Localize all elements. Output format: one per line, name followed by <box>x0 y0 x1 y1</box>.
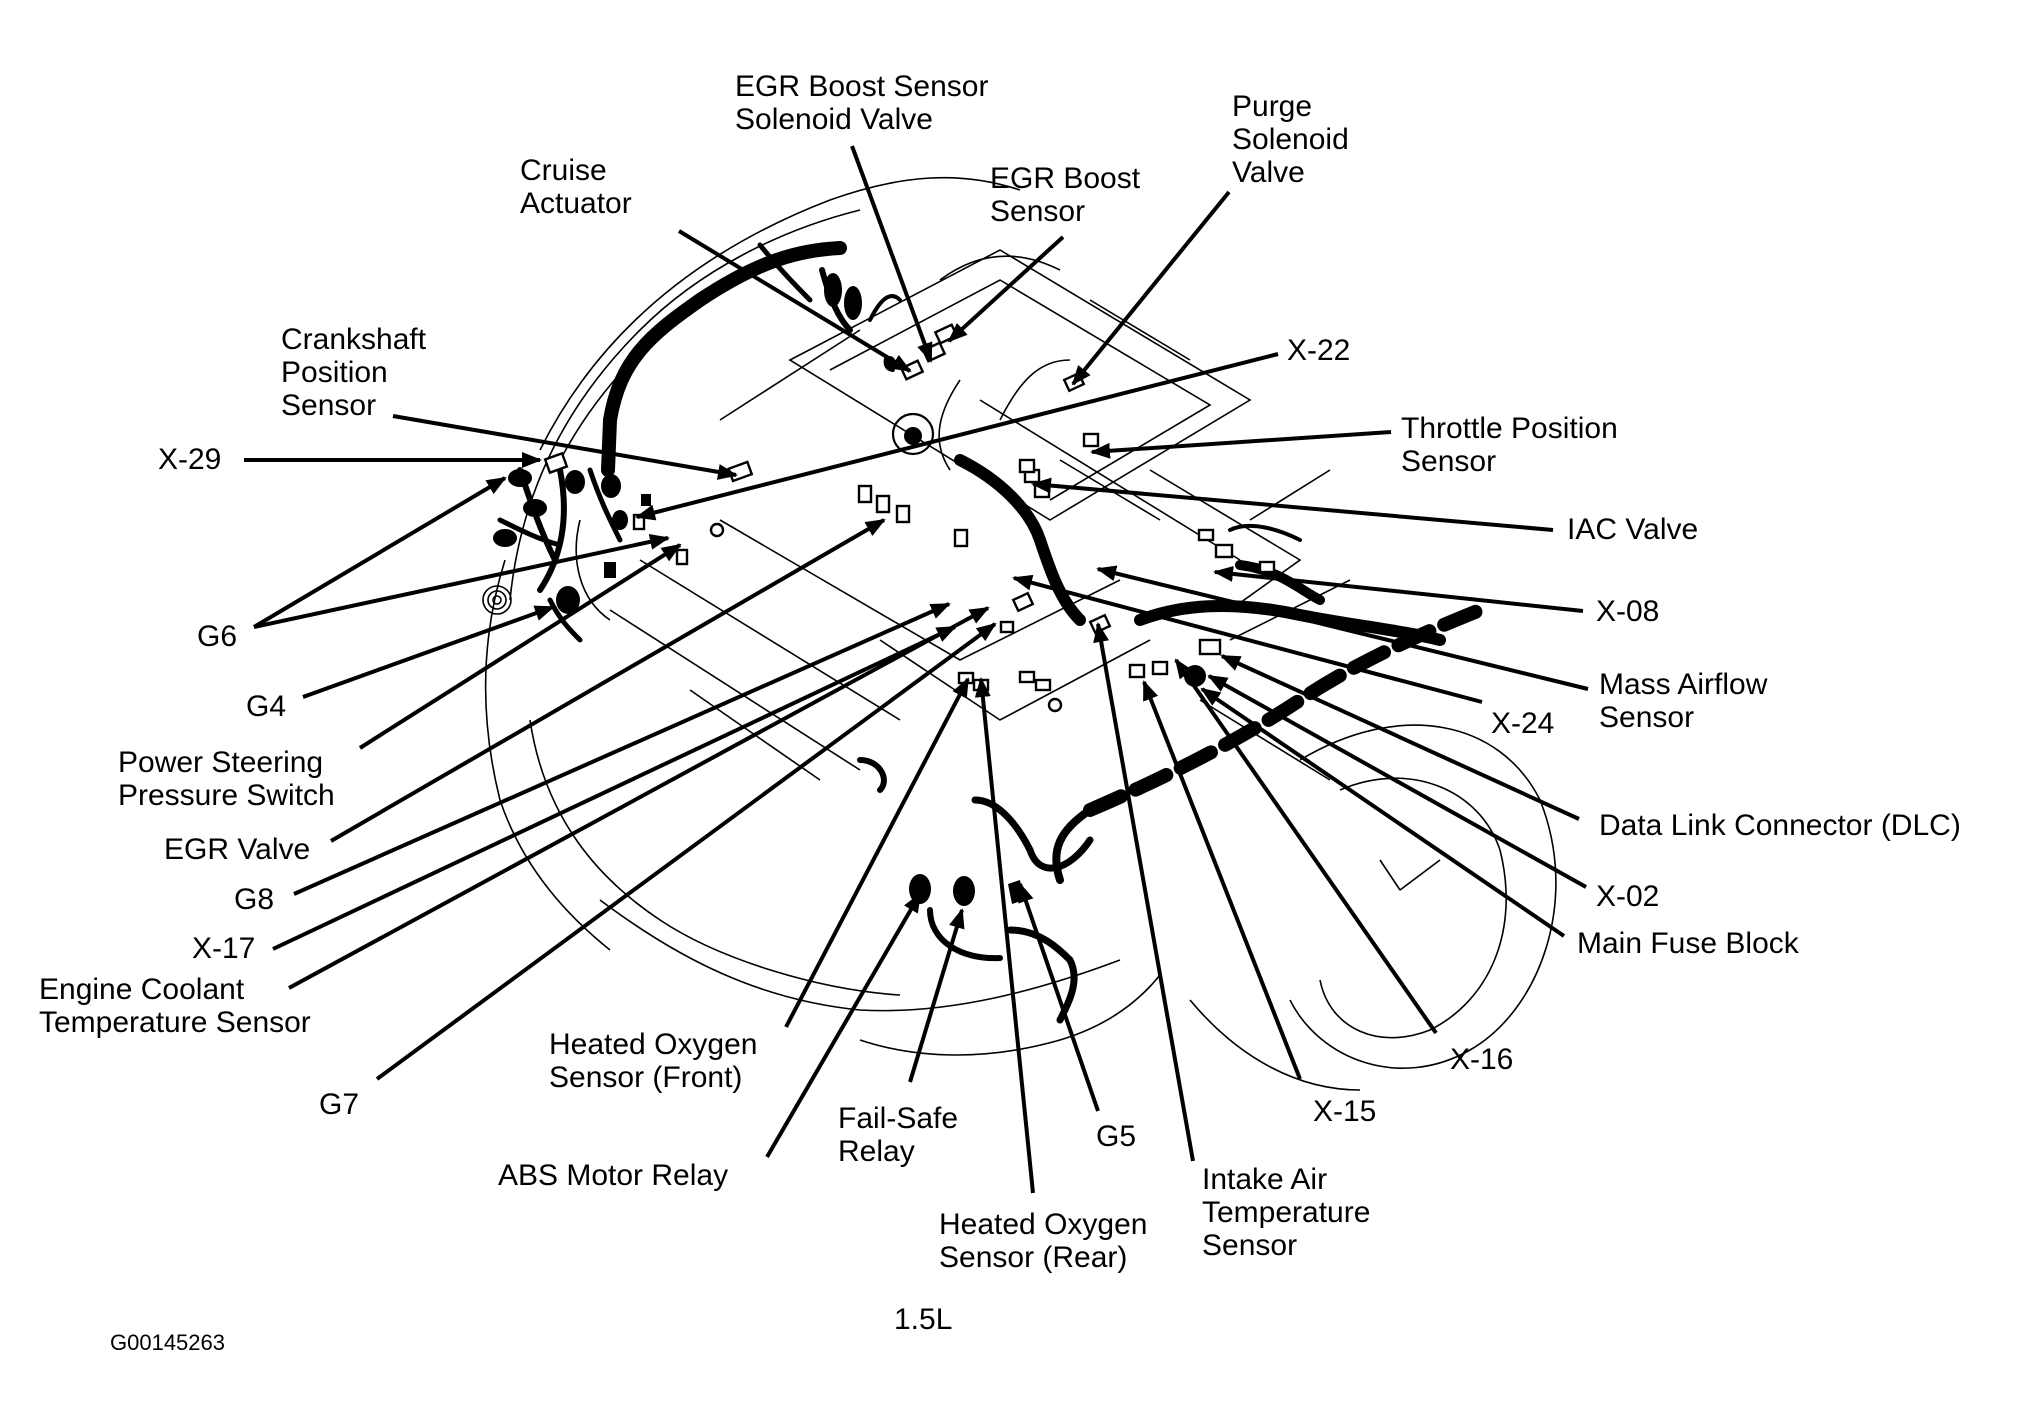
label-abs-motor-relay: ABS Motor Relay <box>498 1159 729 1192</box>
leader-lines <box>244 145 1589 1194</box>
label-g8: G8 <box>234 883 275 916</box>
leader-line-egr-boost-sensor-solenoid-valve <box>850 145 933 363</box>
leader-line-cruise-actuator <box>677 229 912 373</box>
wire-harness <box>497 241 1487 1024</box>
label-x-16: X-16 <box>1450 1043 1514 1076</box>
leader-line-crankshaft-position-sensor <box>392 414 738 480</box>
leader-line-g7 <box>375 622 997 1081</box>
label-iac-valve: IAC Valve <box>1567 513 1699 546</box>
leader-line-heated-oxygen-sensor-rear <box>974 677 1035 1194</box>
label-g4: G4 <box>246 690 287 723</box>
label-intake-air-temperature-sensor: Intake Air Temperature Sensor <box>1202 1163 1371 1262</box>
label-engine-coolant-temperature-sensor: Engine Coolant Temperature Sensor <box>39 973 311 1039</box>
label-power-steering-pressure-switch: Power Steering Pressure Switch <box>118 746 335 812</box>
leader-line-g8 <box>293 602 951 896</box>
leader-line-g4 <box>302 605 555 699</box>
label-fail-safe-relay: Fail-Safe Relay <box>838 1102 959 1168</box>
leader-line-heated-oxygen-sensor-front <box>784 677 970 1028</box>
label-mass-airflow-sensor: Mass Airflow Sensor <box>1599 668 1768 734</box>
leader-line-intake-air-temperature-sensor <box>1093 622 1195 1162</box>
label-data-link-connector: Data Link Connector (DLC) <box>1599 809 1961 842</box>
engine-size-caption: 1.5L <box>894 1303 953 1336</box>
label-x-22: X-22 <box>1287 334 1351 367</box>
label-egr-boost-sensor-solenoid-valve: EGR Boost Sensor Solenoid Valve <box>735 70 989 136</box>
leader-line-x-15 <box>1142 680 1302 1080</box>
label-egr-boost-sensor: EGR Boost Sensor <box>990 162 1141 228</box>
leader-line-engine-coolant-temperature-sensor <box>288 606 990 990</box>
label-main-fuse-block: Main Fuse Block <box>1577 927 1799 960</box>
leader-line-egr-boost-sensor <box>947 235 1065 343</box>
leader-line-throttle-position-sensor <box>1090 430 1392 459</box>
leader-line-mass-airflow-sensor <box>1096 565 1589 691</box>
leader-line-iac-valve <box>1031 477 1554 532</box>
label-purge-solenoid-valve: Purge Solenoid Valve <box>1232 90 1349 189</box>
label-crankshaft-position-sensor: Crankshaft Position Sensor <box>281 323 427 422</box>
leader-line-x-08 <box>1213 565 1584 613</box>
label-g5: G5 <box>1096 1120 1137 1153</box>
label-x-08: X-08 <box>1596 595 1660 628</box>
leader-line-x-17 <box>272 625 957 951</box>
figure-code: G00145263 <box>110 1330 225 1355</box>
leader-line-main-fuse-block <box>1200 687 1566 938</box>
label-x-17: X-17 <box>192 932 256 965</box>
leader-line-g6-2 <box>253 533 670 629</box>
leader-line-power-steering-pressure-switch <box>358 543 682 750</box>
leader-line-purge-solenoid-valve <box>1071 190 1231 386</box>
label-g7: G7 <box>319 1088 360 1121</box>
leader-line-g6 <box>252 476 507 629</box>
leader-line-x-22 <box>635 352 1279 521</box>
label-heated-oxygen-sensor-front: Heated Oxygen Sensor (Front) <box>549 1028 758 1094</box>
leader-line-egr-valve <box>329 518 886 843</box>
label-heated-oxygen-sensor-rear: Heated Oxygen Sensor (Rear) <box>939 1208 1148 1274</box>
label-x-24: X-24 <box>1491 707 1555 740</box>
leader-line-x-02 <box>1207 674 1587 889</box>
label-x-15: X-15 <box>1313 1095 1377 1128</box>
label-cruise-actuator: Cruise Actuator <box>520 154 632 220</box>
label-egr-valve: EGR Valve <box>164 833 311 866</box>
component-blobs <box>493 273 1206 906</box>
leader-line-g5 <box>1018 882 1100 1112</box>
leader-line-data-link-connector <box>1220 654 1580 821</box>
leader-line-fail-safe-relay <box>908 908 965 1083</box>
label-x-02: X-02 <box>1596 880 1660 913</box>
leader-line-x-24 <box>1012 574 1483 704</box>
label-g6: G6 <box>197 620 238 653</box>
leader-line-abs-motor-relay <box>765 892 922 1159</box>
leader-line-x-16 <box>1174 658 1438 1035</box>
label-x-29: X-29 <box>158 443 222 476</box>
label-throttle-position-sensor: Throttle Position Sensor <box>1401 412 1618 478</box>
